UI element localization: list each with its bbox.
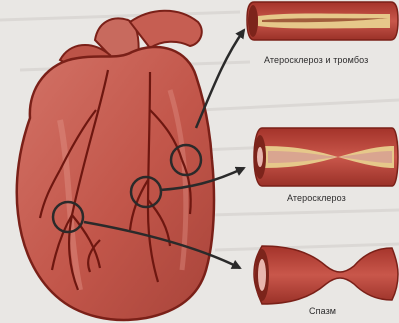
vessel-thrombus xyxy=(247,2,398,40)
arrow-to-thrombus xyxy=(196,30,244,128)
caption-spasm: Спазм xyxy=(309,306,336,316)
heart-illustration xyxy=(17,11,214,320)
caption-thrombus: Атеросклероз и тромбоз xyxy=(264,55,368,65)
vessel-atherosclerosis xyxy=(254,128,398,186)
caption-atherosclerosis: Атеросклероз xyxy=(287,193,346,203)
vessel-spasm xyxy=(254,246,398,304)
